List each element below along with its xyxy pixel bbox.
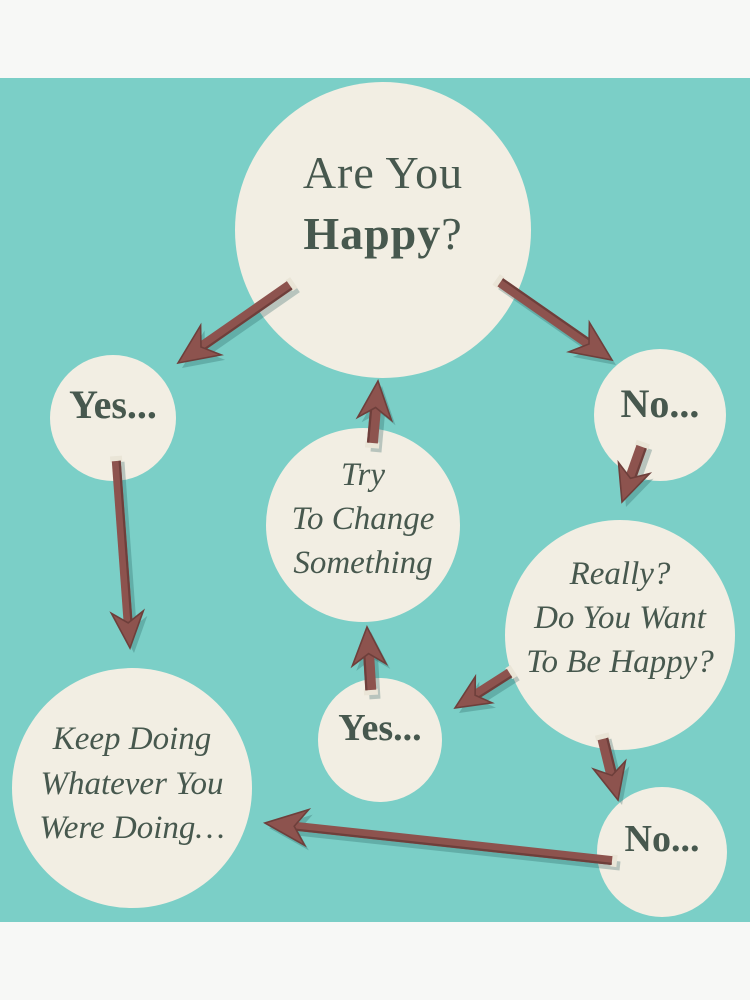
start-line2: Happy?	[303, 204, 462, 265]
no-bottom-label: No...	[624, 818, 700, 860]
really-line2: Do You Want	[534, 599, 706, 636]
bottom-margin	[0, 922, 750, 1000]
node-yes-left: Yes...	[50, 355, 176, 481]
keep-line2: Whatever You	[40, 765, 224, 802]
really-line1: Really?	[569, 555, 671, 592]
node-are-you-happy: Are You Happy?	[235, 82, 531, 378]
keep-line1: Keep Doing	[52, 720, 212, 757]
node-keep-doing-whatever: Keep Doing Whatever You Were Doing…	[12, 668, 252, 908]
node-yes-small: Yes...	[318, 678, 442, 802]
start-question-mark: ?	[441, 208, 463, 259]
start-line1: Are You	[302, 147, 464, 199]
yes-left-label: Yes...	[69, 381, 157, 427]
no-right-label: No...	[620, 380, 700, 426]
try-line1: Try	[340, 456, 386, 493]
yes-small-label: Yes...	[338, 707, 422, 749]
start-word-happy: Happy	[303, 208, 442, 259]
node-no-right: No...	[594, 349, 726, 481]
node-try-to-change-something: Try To Change Something	[266, 428, 460, 622]
try-line2: To Change	[291, 500, 435, 537]
keep-line3: Were Doing…	[39, 810, 225, 847]
node-really-do-you-want-to-be-happy: Really? Do You Want To Be Happy?	[505, 520, 735, 750]
really-line3: To Be Happy?	[526, 644, 714, 681]
top-margin	[0, 0, 750, 78]
try-line3: Something	[293, 545, 433, 582]
node-no-bottom: No...	[597, 787, 727, 917]
